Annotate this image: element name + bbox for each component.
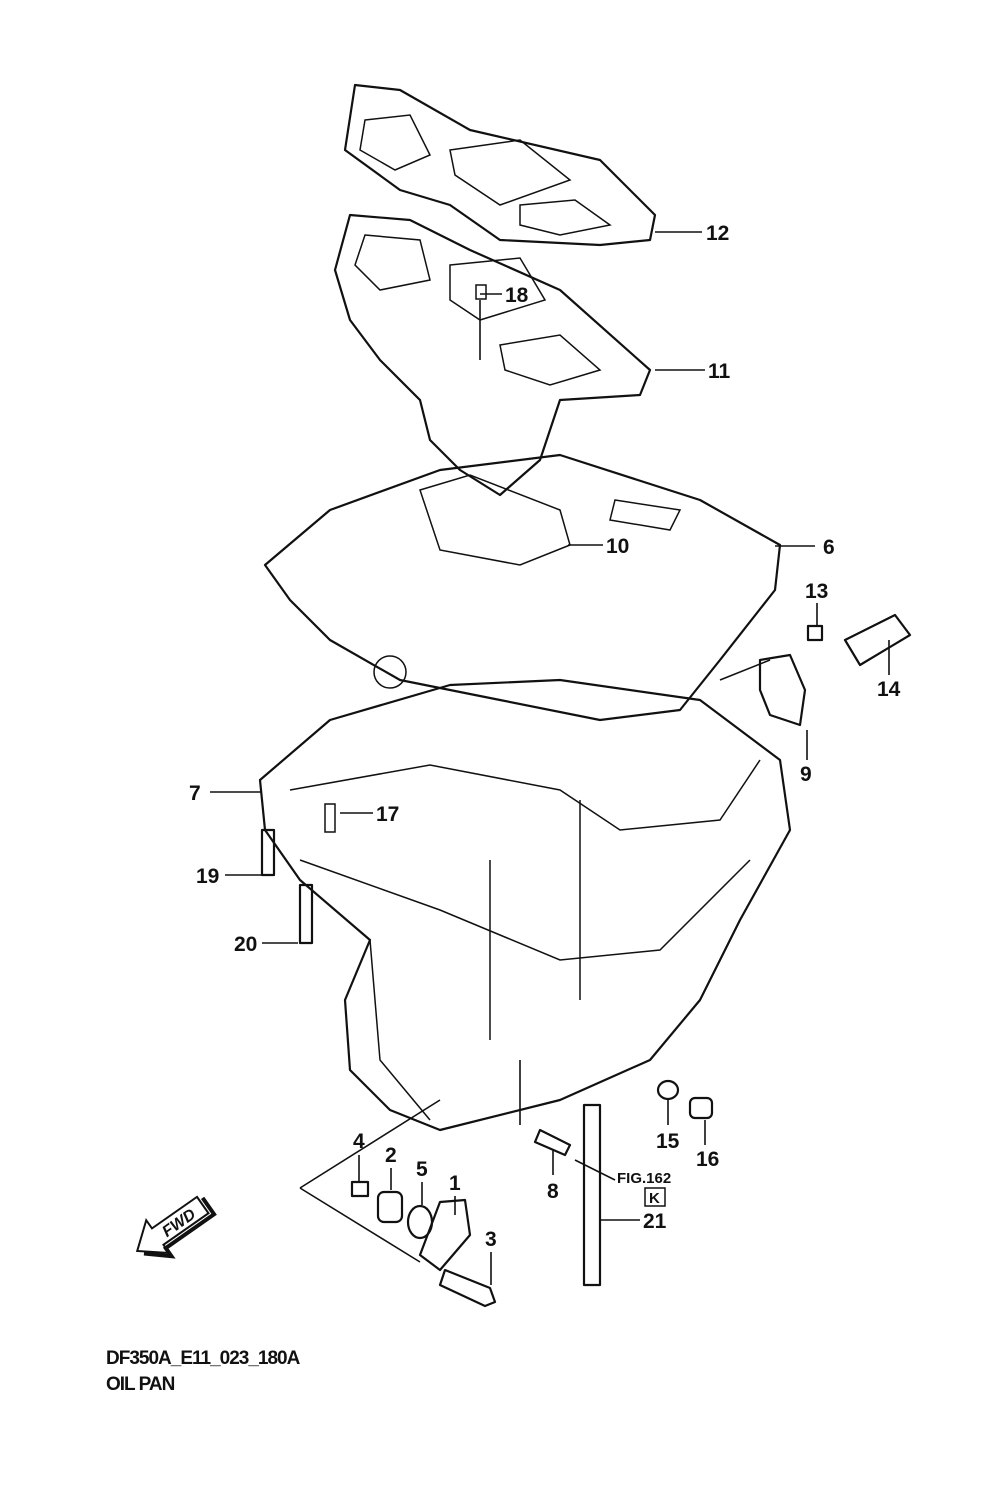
callout-19: 19 bbox=[196, 865, 219, 888]
leader-lines bbox=[210, 231, 890, 1285]
callout-labels: 12 18 11 10 6 13 14 9 7 17 19 20 15 16 4… bbox=[189, 222, 901, 1251]
callout-5: 5 bbox=[416, 1158, 428, 1181]
callout-9: 9 bbox=[800, 763, 812, 786]
callout-21: 21 bbox=[643, 1210, 667, 1233]
callout-4: 4 bbox=[353, 1130, 365, 1153]
oil-pan-7 bbox=[258, 678, 792, 1132]
fig-key-box bbox=[644, 1187, 666, 1207]
fig-key: K bbox=[649, 1190, 660, 1207]
fwd-arrow-icon: FWD bbox=[135, 1195, 217, 1259]
cover-9 bbox=[758, 653, 807, 727]
callout-20: 20 bbox=[234, 933, 257, 956]
callout-10: 10 bbox=[606, 535, 629, 558]
callout-17: 17 bbox=[376, 803, 399, 826]
small-parts bbox=[260, 613, 912, 1308]
bolt-13 bbox=[806, 624, 824, 642]
callout-1: 1 bbox=[449, 1172, 461, 1195]
diagram-title: OIL PAN bbox=[106, 1374, 175, 1395]
bolt-3 bbox=[438, 1268, 497, 1308]
callout-13: 13 bbox=[805, 580, 828, 603]
collar-2 bbox=[376, 1190, 404, 1224]
bolt-4 bbox=[350, 1180, 370, 1198]
callout-18: 18 bbox=[505, 284, 529, 307]
sensor-1 bbox=[418, 1198, 472, 1272]
callout-11: 11 bbox=[708, 360, 731, 383]
callout-14: 14 bbox=[877, 678, 901, 701]
callout-15: 15 bbox=[656, 1130, 680, 1153]
callout-8: 8 bbox=[547, 1180, 559, 1203]
oil-strainer-manifold-11 bbox=[333, 213, 652, 497]
callout-3: 3 bbox=[485, 1228, 497, 1251]
callout-6: 6 bbox=[823, 536, 835, 559]
fitting-8 bbox=[533, 1128, 572, 1157]
callout-12: 12 bbox=[706, 222, 729, 245]
callout-16: 16 bbox=[696, 1148, 719, 1171]
gasket-6 bbox=[263, 453, 782, 722]
bolt-20 bbox=[298, 883, 314, 945]
fig-reference[interactable]: FIG.162 bbox=[617, 1170, 671, 1187]
diagram-code: DF350A_E11_023_180A bbox=[106, 1348, 300, 1369]
plug-16 bbox=[688, 1096, 714, 1120]
bolt-19 bbox=[260, 828, 276, 877]
pipe-14 bbox=[843, 613, 912, 667]
gasket-15 bbox=[656, 1079, 680, 1101]
stud-21 bbox=[582, 1103, 602, 1287]
gasket-12 bbox=[343, 83, 657, 247]
callout-7: 7 bbox=[189, 782, 201, 805]
callout-2: 2 bbox=[385, 1144, 397, 1167]
